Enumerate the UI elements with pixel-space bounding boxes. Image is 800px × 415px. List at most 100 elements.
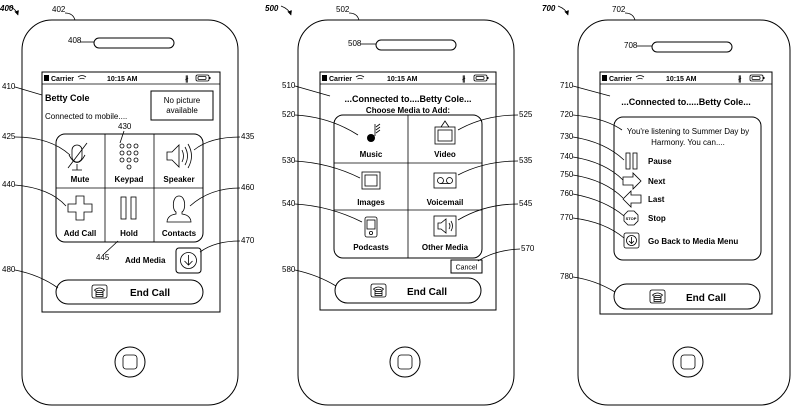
pause-control[interactable]: Pause xyxy=(625,152,672,170)
no-picture-line1: No picture xyxy=(164,96,201,105)
figure-500: 500 502 508 Carrier 10:15 AM ∦ 510 ...Co… xyxy=(265,4,535,406)
voicemail-label: Voicemail xyxy=(427,198,464,207)
ref-label: 702 xyxy=(612,5,626,14)
figure-arrow xyxy=(8,5,19,16)
stop-sign-icon xyxy=(623,210,639,226)
ref-label: 570 xyxy=(521,244,535,253)
home-button[interactable] xyxy=(672,346,704,378)
keypad-icon xyxy=(119,143,139,170)
end-call-button[interactable]: End Call xyxy=(55,279,204,305)
music-note-icon xyxy=(367,134,375,142)
voicemail-icon xyxy=(433,172,457,189)
stop-icon-text: STOP xyxy=(626,216,637,221)
last-label: Last xyxy=(648,195,665,204)
ref-label: 540 xyxy=(282,199,296,208)
add-media-button[interactable] xyxy=(175,247,202,274)
back-to-media-menu-control[interactable]: Go Back to Media Menu xyxy=(623,232,738,249)
ref-label: 545 xyxy=(519,199,533,208)
next-control[interactable]: Next xyxy=(622,172,666,190)
next-label: Next xyxy=(648,177,666,186)
ref-label: 530 xyxy=(282,156,296,165)
clock-label: 10:15 AM xyxy=(666,76,697,83)
connected-header: ...Connected to.....Betty Cole... xyxy=(621,97,751,107)
leader-line xyxy=(64,12,76,21)
end-call-button[interactable]: End Call xyxy=(613,283,761,310)
contacts-button[interactable]: Contacts xyxy=(162,195,197,238)
ref-label: 480 xyxy=(2,265,16,274)
ref-label: 770 xyxy=(560,213,574,222)
screen xyxy=(319,71,497,311)
status-bar: Carrier 10:15 AM ∦ xyxy=(600,74,772,85)
keypad-button[interactable]: Keypad xyxy=(115,143,144,184)
ref-label: 708 xyxy=(624,41,638,50)
ref-label: 430 xyxy=(118,122,132,131)
ref-label: 425 xyxy=(2,132,16,141)
figure-number: 500 xyxy=(265,4,279,13)
connected-header: ...Connected to....Betty Cole... xyxy=(344,94,471,104)
ref-label: 510 xyxy=(282,81,296,90)
end-call-label: End Call xyxy=(130,288,170,299)
signal-icon xyxy=(602,75,607,81)
ref-label: 520 xyxy=(282,110,296,119)
end-call-button[interactable]: End Call xyxy=(334,277,482,304)
status-bar: Carrier 10:15 AM ∦ xyxy=(320,74,496,85)
earpiece-speaker xyxy=(375,39,457,51)
handset-icon xyxy=(91,284,108,299)
podcasts-label: Podcasts xyxy=(353,243,389,252)
ref-label: 750 xyxy=(560,170,574,179)
hold-button[interactable]: Hold xyxy=(120,196,138,238)
ref-label: 740 xyxy=(560,152,574,161)
mute-button[interactable]: Mute xyxy=(67,142,90,184)
no-picture-line2: available xyxy=(166,106,198,115)
home-button[interactable] xyxy=(114,346,146,378)
carrier-label: Carrier xyxy=(329,76,352,83)
down-arrow-icon xyxy=(626,235,637,246)
ref-label: 525 xyxy=(519,110,533,119)
next-arrow-icon xyxy=(622,172,642,190)
add-call-button[interactable]: Add Call xyxy=(64,195,96,238)
carrier-label: Carrier xyxy=(51,76,74,83)
last-control[interactable]: Last xyxy=(622,190,665,208)
call-status: Connected to mobile.... xyxy=(45,112,127,121)
ref-label: 435 xyxy=(241,132,255,141)
wifi-icon xyxy=(635,75,645,80)
stop-label: Stop xyxy=(648,214,666,223)
status-bar: Carrier 10:15 AM ∦ xyxy=(42,74,220,85)
choose-media-prompt: Choose Media to Add: xyxy=(366,106,450,115)
ref-label: 730 xyxy=(560,132,574,141)
podcast-device-icon xyxy=(364,216,378,238)
cancel-button[interactable]: Cancel xyxy=(450,259,483,274)
ref-label: 445 xyxy=(96,253,110,262)
podcasts-button[interactable]: Podcasts xyxy=(353,216,389,252)
phone-body xyxy=(21,19,239,406)
stop-control[interactable]: STOP Stop xyxy=(623,210,666,226)
home-button[interactable] xyxy=(389,346,421,378)
signal-icon xyxy=(322,75,327,81)
speaker-icon xyxy=(166,144,180,168)
signal-icon xyxy=(44,75,49,81)
voicemail-button[interactable]: Voicemail xyxy=(427,172,464,207)
video-button[interactable]: Video xyxy=(434,120,456,159)
ref-label: 460 xyxy=(241,183,255,192)
pause-label: Pause xyxy=(648,157,672,166)
bluetooth-icon: ∦ xyxy=(462,75,466,84)
back-label: Go Back to Media Menu xyxy=(648,237,738,246)
ref-label: 470 xyxy=(241,236,255,245)
add-call-label: Add Call xyxy=(64,229,96,238)
images-button[interactable]: Images xyxy=(357,171,385,207)
clock-label: 10:15 AM xyxy=(387,76,418,83)
other-media-button[interactable]: Other Media xyxy=(422,215,469,252)
screen xyxy=(599,71,773,315)
now-playing-line2: Harmony. You can.... xyxy=(651,138,725,147)
add-media-label: Add Media xyxy=(125,256,166,265)
video-label: Video xyxy=(434,150,456,159)
plus-icon xyxy=(67,195,93,221)
home-square-icon xyxy=(122,354,138,370)
speaker-button[interactable]: Speaker xyxy=(163,143,195,184)
figure-700: 700 702 708 Carrier 10:15 AM ∦ 710 ...Co… xyxy=(542,4,791,406)
ref-label: 408 xyxy=(68,36,82,45)
music-button[interactable]: Music xyxy=(360,123,383,159)
now-playing-line1: You're listening to Summer Day by xyxy=(627,127,749,136)
bluetooth-icon: ∦ xyxy=(738,75,742,84)
ref-label: 440 xyxy=(2,180,16,189)
